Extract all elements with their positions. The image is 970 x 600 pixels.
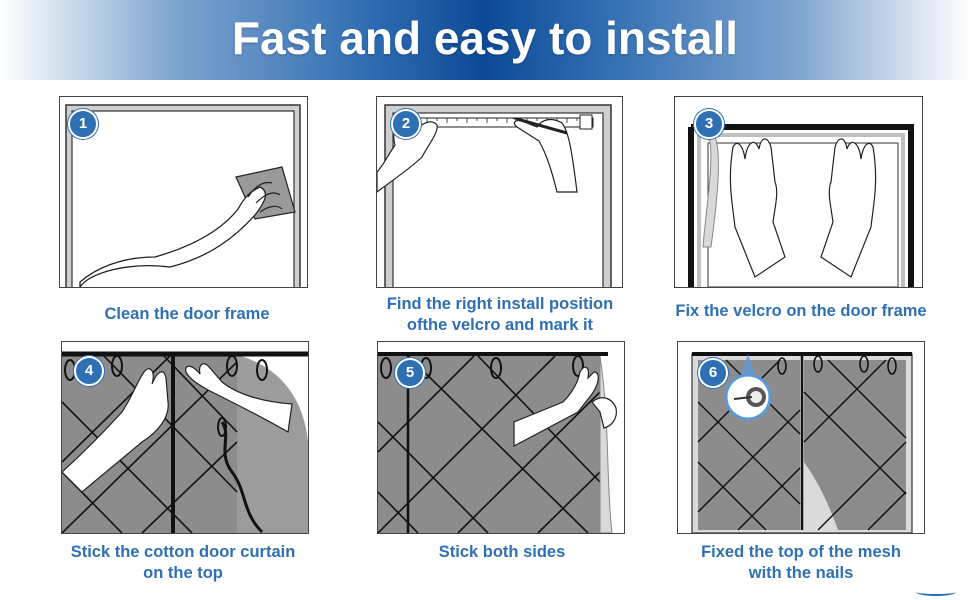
title-banner	[0, 0, 970, 80]
step-2-illustration: 2	[376, 96, 623, 288]
step-6-caption: Fixed the top of the mesh with the nails	[701, 543, 901, 582]
step-2-caption: Find the right install position ofthe ve…	[386, 295, 614, 334]
decorative-swoosh	[916, 588, 956, 596]
step-5-caption: Stick both sides	[438, 543, 566, 561]
step-3-caption: Fix the velcro on the door frame	[675, 302, 927, 320]
step-1-illustration: 1	[59, 96, 308, 288]
step-5-badge: 5	[395, 358, 425, 388]
step-6-illustration: 6	[677, 341, 925, 534]
step-4-caption: Stick the cotton door curtain on the top	[70, 543, 296, 582]
step-3-illustration: 3	[674, 96, 923, 288]
step-1-badge: 1	[68, 109, 98, 139]
step-1-caption: Clean the door frame	[104, 305, 270, 323]
page-title: Fast and easy to install	[231, 12, 739, 64]
step-4-badge: 4	[74, 356, 104, 386]
step-5-illustration: 5	[377, 341, 625, 534]
step-2-badge: 2	[391, 109, 421, 139]
step-4-illustration: 4	[61, 341, 309, 534]
step-6-badge: 6	[698, 358, 728, 388]
step-3-badge: 3	[694, 109, 724, 139]
